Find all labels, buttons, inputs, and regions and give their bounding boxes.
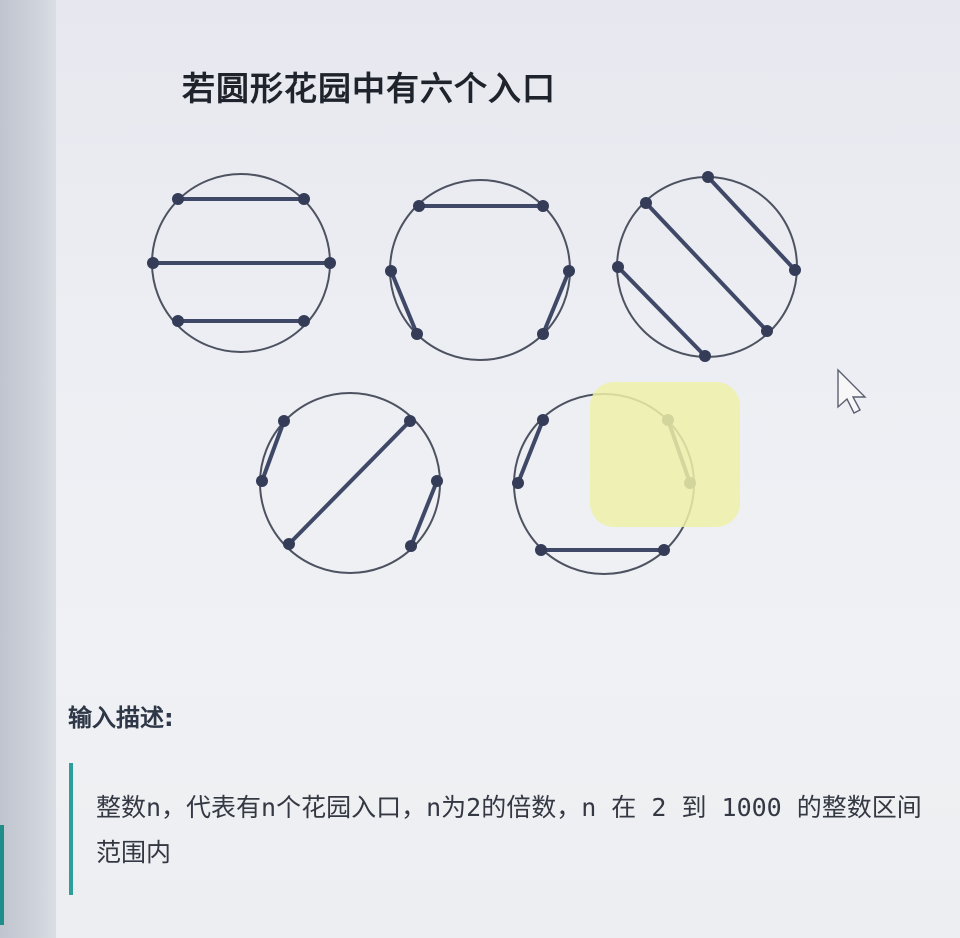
entrance-dot [789,264,801,276]
chord [287,419,412,546]
entrance-dot [298,193,310,205]
left-edge-accent [0,825,4,925]
entrance-dot [385,265,397,277]
entrance-dot [535,544,547,556]
entrance-dot [404,415,416,427]
chord [260,419,286,483]
entrance-dot [172,315,184,327]
chord [644,201,769,333]
entrance-dot [512,477,524,489]
entrance-dot [563,265,575,277]
entrance-dot [278,415,290,427]
screen-glare [590,382,740,527]
content-panel [56,0,960,938]
entrance-dot [658,544,670,556]
entrance-dot [699,350,711,362]
entrance-dot [761,325,773,337]
entrance-dot [640,197,652,209]
entrance-dot [702,171,714,183]
entrance-dot [256,475,268,487]
diagram-2 [385,179,575,361]
cursor-arrow-shape [837,368,867,414]
screen-bezel [0,0,56,938]
figure-title: 若圆形花园中有六个入口 [182,69,556,108]
input-description-text: 整数n，代表有n个花园入口，n为2的倍数，n 在 2 到 1000 的整数区间范… [96,793,922,867]
chord [516,418,545,485]
entrance-dot [172,193,184,205]
diagram-3 [612,171,801,362]
chord [706,175,797,272]
diagram-1 [147,173,336,353]
garden-diagram [147,171,867,575]
chord [409,479,439,548]
entrance-dot [411,328,423,340]
description-accent-bar [69,763,73,895]
entrance-dot [298,315,310,327]
entrance-dot [612,261,624,273]
entrance-dot [413,200,425,212]
chord [616,265,707,358]
entrance-dot [324,257,336,269]
diagram-4 [256,392,443,574]
entrance-dot [283,538,295,550]
chord [541,269,571,336]
entrance-dot [431,475,443,487]
chord [389,269,419,336]
entrance-dot [537,414,549,426]
entrance-dot [147,257,159,269]
entrance-dot [537,328,549,340]
entrance-dot [537,200,549,212]
input-description-heading: 输入描述: [68,704,174,732]
mouse-pointer-icon [837,368,867,414]
entrance-dot [405,540,417,552]
